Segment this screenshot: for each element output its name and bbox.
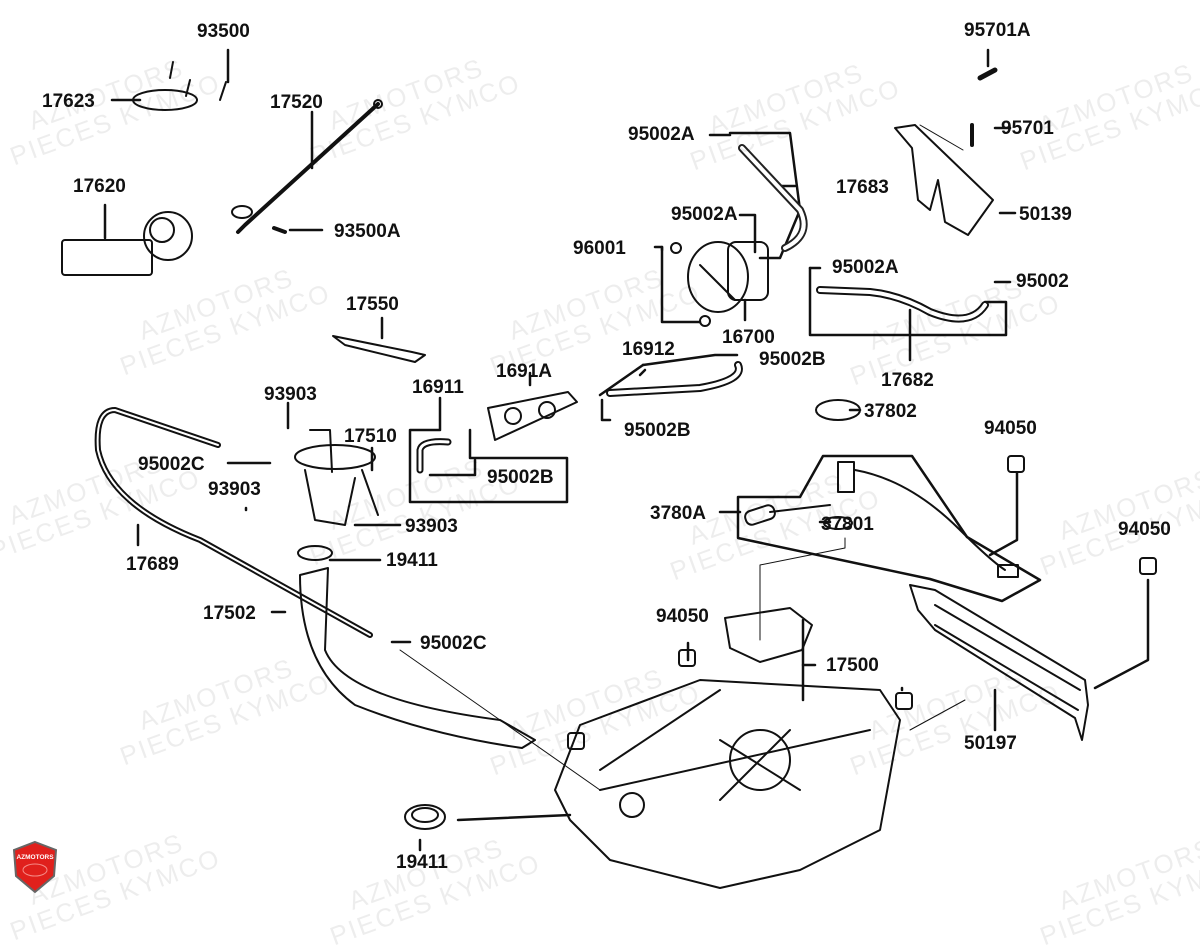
label-17550[interactable]: 17550 (346, 294, 399, 315)
part-shape-93500a (272, 226, 287, 234)
label-96001[interactable]: 96001 (573, 238, 626, 259)
part-shape-94050 (567, 455, 1157, 750)
label-93500a[interactable]: 93500A (334, 221, 401, 242)
part-shape-93500 (169, 61, 227, 101)
label-19411[interactable]: 19411 (396, 852, 448, 873)
shield-icon: AZMOTORS (12, 840, 58, 894)
label-17689[interactable]: 17689 (126, 554, 179, 575)
part-shape-17623 (132, 89, 198, 111)
diagram-artwork (61, 48, 1157, 889)
label-94050[interactable]: 94050 (656, 606, 709, 627)
label-94050[interactable]: 94050 (984, 418, 1037, 439)
label-95002a[interactable]: 95002A (671, 204, 738, 225)
part-shape-tank-plate (724, 607, 813, 663)
label-16700[interactable]: 16700 (722, 327, 775, 348)
label-95002[interactable]: 95002 (1016, 271, 1069, 292)
part-shape-17502 (299, 567, 536, 749)
label-95002a[interactable]: 95002A (832, 257, 899, 278)
label-17510[interactable]: 17510 (344, 426, 397, 447)
part-shape-37802 (815, 399, 861, 421)
label-3780a[interactable]: 3780A (650, 503, 706, 524)
label-93903[interactable]: 93903 (264, 384, 317, 405)
label-16912[interactable]: 16912 (622, 339, 675, 360)
part-shape-19411-lower (404, 804, 446, 830)
label-95002b[interactable]: 95002B (624, 420, 691, 441)
label-93903[interactable]: 93903 (405, 516, 458, 537)
label-94050[interactable]: 94050 (1118, 519, 1171, 540)
label-93500[interactable]: 93500 (197, 21, 250, 42)
label-17620[interactable]: 17620 (73, 176, 126, 197)
label-37802[interactable]: 37802 (864, 401, 917, 422)
part-shape-50197 (909, 584, 1089, 741)
azmotors-logo: AZMOTORS (10, 840, 60, 895)
label-17502[interactable]: 17502 (203, 603, 256, 624)
part-shape-17520 (231, 99, 383, 234)
label-17500[interactable]: 17500 (826, 655, 879, 676)
label-93903[interactable]: 93903 (208, 479, 261, 500)
label-17623[interactable]: 17623 (42, 91, 95, 112)
part-shape-3780a (744, 461, 1019, 578)
label-95002b[interactable]: 95002B (487, 467, 554, 488)
part-shape-17500 (554, 679, 901, 889)
part-shape-17510 (294, 429, 379, 526)
label-19411[interactable]: 19411 (386, 550, 438, 571)
label-95701[interactable]: 95701 (1001, 118, 1054, 139)
label-95002c[interactable]: 95002C (138, 454, 205, 475)
label-50197[interactable]: 50197 (964, 733, 1017, 754)
part-shape-17620 (61, 211, 193, 276)
part-shape-96001 (670, 242, 711, 327)
label-95002c[interactable]: 95002C (420, 633, 487, 654)
label-1691a[interactable]: 1691A (496, 361, 552, 382)
part-shape-95701a (977, 67, 998, 81)
part-shape-37801 (823, 516, 853, 530)
label-50139[interactable]: 50139 (1019, 204, 1072, 225)
logo-text: AZMOTORS (16, 854, 54, 861)
label-95002a[interactable]: 95002A (628, 124, 695, 145)
label-95002b[interactable]: 95002B (759, 349, 826, 370)
part-shape-1691a (487, 391, 578, 441)
part-shape-19411-upper (297, 545, 333, 561)
part-shape-17682 (816, 286, 989, 323)
part-shape-50139 (894, 124, 994, 236)
label-17682[interactable]: 17682 (881, 370, 934, 391)
label-16911[interactable]: 16911 (412, 377, 464, 398)
label-37801[interactable]: 37801 (821, 514, 874, 535)
part-shape-16700 (687, 241, 769, 313)
label-17520[interactable]: 17520 (270, 92, 323, 113)
leader-lines (103, 48, 1150, 852)
part-shape-17550 (332, 335, 426, 363)
label-17683[interactable]: 17683 (836, 177, 889, 198)
label-95701a[interactable]: 95701A (964, 20, 1031, 41)
